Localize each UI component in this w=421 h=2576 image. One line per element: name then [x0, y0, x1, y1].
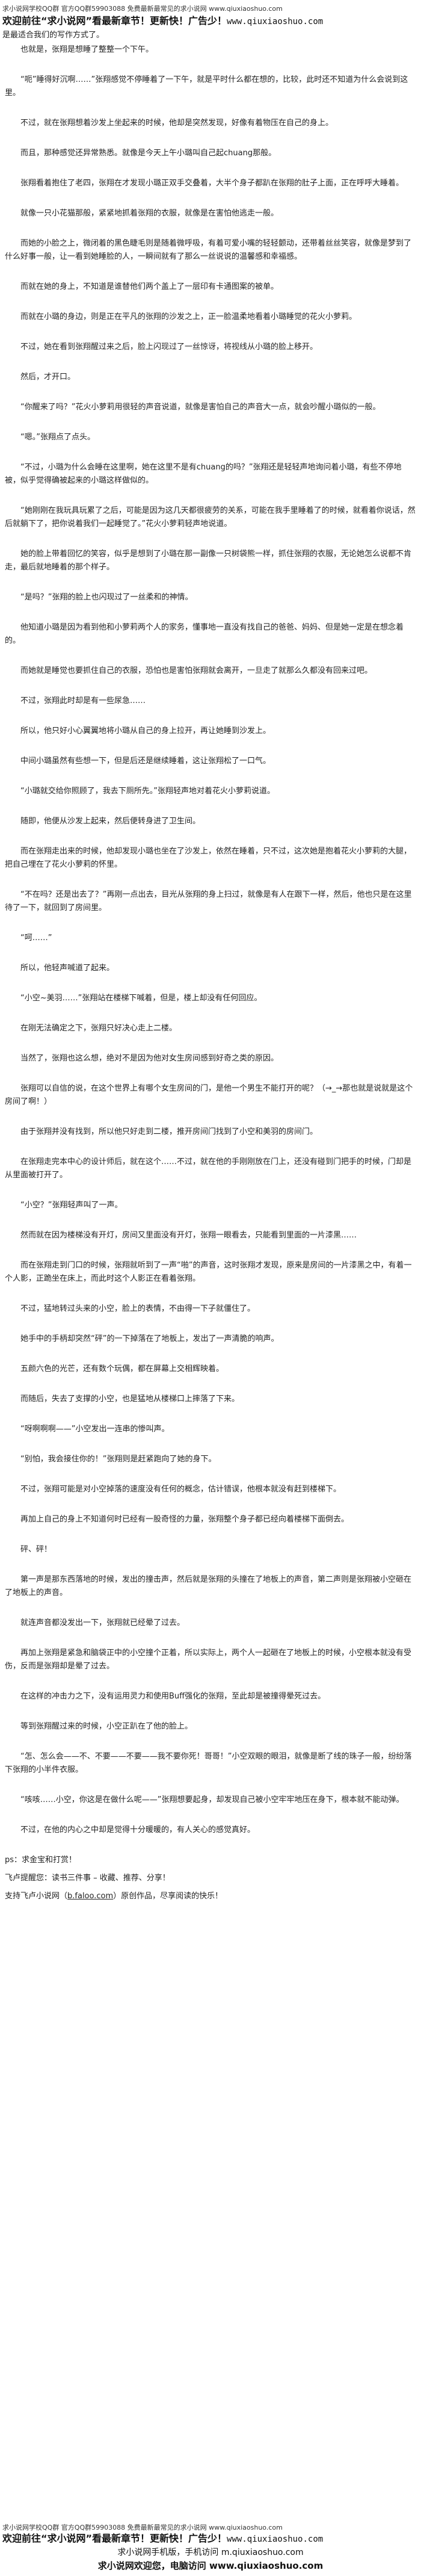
- paragraph: “小空？”张翔轻声叫了一声。: [20, 1201, 123, 1210]
- paragraph: “不过，小璐为什么会睡在这里啊，她在这里不是有chuang的吗？”张翔还是轻轻声…: [5, 463, 402, 485]
- paragraph: 不过，她在看到张翔醒过来之后，脸上闪现过了一丝惊讶，将视线从小璐的脸上移开。: [20, 342, 318, 351]
- paragraph: 而在张翔走到门口的时候，张翔就听到了一声“啪”的声音，这时张翔才发现，原来是房间…: [5, 1261, 412, 1283]
- paragraph: “小空~美羽……”张翔站在楼梯下喊着，但是，楼上却没有任何回应。: [20, 994, 262, 1003]
- footer-small-line: 求小说网学校QQ群 官方QQ群59903088 免费最新最常见的求小说网 www…: [2, 2524, 283, 2531]
- paragraph: 然后，才开口。: [20, 373, 76, 382]
- paragraph: 而随后，失去了支撑的小空，也是猛地从楼梯口上摔落了下来。: [20, 1395, 240, 1404]
- paragraph: “咳咳……小空，你这是在做什么呢——”张翔想要起身，却发现自己被小空牢牢地压在身…: [20, 1795, 404, 1804]
- paragraph: “别怕，我会接住你的！”张翔则是赶紧跑向了她的身下。: [20, 1455, 217, 1464]
- header-banner-site-link[interactable]: www.qiuxiaoshuo.com: [227, 17, 324, 26]
- paragraph: 而在张翔走出来的时候，他却发现小璐也坐在了沙发上，依然在睡着，只不过，这次她是抱…: [5, 847, 412, 869]
- paragraph: 就连声音都没发出一下，张翔就已经晕了过去。: [20, 1618, 185, 1627]
- footer-banner-text: 欢迎前往“求小说网”看最新章节！更新快！广告少！: [2, 2533, 227, 2544]
- paragraph: 由于张翔并没有找到，所以他只好走到二楼，推开房间门找到了小空和美羽的房间门。: [20, 1127, 318, 1136]
- paragraph: “她刚刚在我玩具玩累了之后，可能是因为这几天都很疲劳的关系，可能在我手里睡着了的…: [5, 506, 416, 528]
- paragraph: 而就在小璐的身边，则是正在平凡的张翔的沙发之上，正一脸温柔地看着小璐睡觉的花火小…: [20, 312, 357, 321]
- reminder-line: 飞卢提醒您：读书三件事 – 收藏、推荐、分享！: [5, 1874, 170, 1883]
- footer-mobile-line[interactable]: 求小说网手机版，手机访问 m.qiuxiaoshuo.com: [117, 2548, 304, 2557]
- paragraph: 张翔可以自信的说，在这个世界上有哪个女生房间的门，是他一个男生不能打开的呢？（→…: [5, 1084, 413, 1106]
- header-banner-text: 欢迎前往“求小说网”看最新章节！更新快！广告少！: [2, 15, 227, 26]
- support-suffix: ）原创作品，尽享阅读的快乐！: [113, 1892, 223, 1901]
- paragraph: “小璐就交给你照顾了，我去下厕所先。”张翔轻声地对着花火小萝莉说道。: [20, 787, 275, 796]
- paragraph: 就像一只小花猫那般，紧紧地抓着张翔的衣服，就像是在害怕他逃走一般。: [20, 209, 279, 218]
- paragraph: 不过，张翔此时却是有一些尿急……: [20, 696, 146, 705]
- footer-banner-site-link[interactable]: www.qiuxiaoshuo.com: [227, 2534, 324, 2544]
- paragraph: “嗯。”张翔点了点头。: [20, 433, 95, 442]
- paragraph: 她手中的手柄却突然“砰”的一下掉落在了地板上，发出了一声清脆的响声。: [20, 1334, 279, 1343]
- paragraph: 当然了，张翔也这么想，绝对不是因为他对女生房间感到好奇之类的原因。: [20, 1054, 279, 1063]
- paragraph: 五颜六色的光芒，还有数个玩偶，都在屏幕上交相辉映着。: [20, 1364, 224, 1373]
- paragraph: 在刚无法确定之下，张翔只好决心走上二楼。: [20, 1024, 177, 1033]
- paragraph: “不在吗？还是出去了？”再刚一点出去，目光从张翔的身上扫过，就像是有人在跟下一样…: [5, 890, 412, 912]
- footer-banner: 欢迎前往“求小说网”看最新章节！更新快！广告少！www.qiuxiaoshuo.…: [2, 2532, 419, 2546]
- paragraph: 而且，那种感觉还异常熟悉。就像是今天上午小璐叫自己起chuang那般。: [20, 149, 277, 158]
- chapter-meta: ps：求金宝和打赏！ 飞卢提醒您：读书三件事 – 收藏、推荐、分享！ 支持飞卢小…: [0, 1854, 421, 1903]
- paragraph: 而她的小脸之上，微闭着的黑色睫毛则是随着微呼吸，有着可爱小嘴的轻轻颤动，还带着丝…: [5, 239, 412, 261]
- support-prefix: 支持飞卢小说网（: [5, 1892, 68, 1901]
- header-small-line: 求小说网学校QQ群 官方QQ群59903088 免费最新最常见的求小说网 www…: [2, 5, 283, 13]
- support-line: 支持飞卢小说网（b.faloo.com）原创作品，尽享阅读的快乐！: [5, 1890, 416, 1903]
- paragraph: 砰、砰！: [20, 1545, 52, 1554]
- paragraph: 随即，他便从沙发上起来，然后便转身进了卫生间。: [20, 817, 201, 826]
- paragraph: 而她就是睡觉也要抓住自己的衣服，恐怕也是害怕张翔就会离开，一旦走了就那么久都没有…: [20, 666, 373, 675]
- paragraph: 她的脸上带着回忆的笑容，似乎是想到了小璐在那一副像一只树袋熊一样，抓住张翔的衣服…: [5, 550, 412, 572]
- paragraph: 再加上张翔是紧急和脑袋正中的小空撞个正着，所以实际上，两个人一起砸在了地板上的时…: [5, 1649, 412, 1671]
- paragraph: 在这样的冲击力之下，没有运用灵力和使用Buff强化的张翔，至此却是被撞得晕死过去…: [20, 1692, 326, 1701]
- chapter-content: 也就是，张翔是想睡了整整一个下午。 “呃”睡得好沉啊……”张翔感觉不停睡着了一下午…: [0, 43, 421, 1837]
- paragraph: “呵……”: [20, 933, 52, 943]
- paragraph: 第一声是那东西落地的时候，发出的撞击声，然后就是张翔的头撞在了地板上的声音，第二…: [5, 1575, 412, 1597]
- footer-pc-line[interactable]: 求小说网欢迎您，电脑访问 www.qiuxiaoshuo.com: [97, 2560, 324, 2571]
- paragraph: 不过，张翔可能是对小空掉落的速度没有任何的概念，估计错误，他根本就没有赶到楼梯下…: [20, 1485, 342, 1494]
- paragraph: 他知道小璐是因为看到他和小萝莉两个人的家务，懂事地一直没有找自己的爸爸、妈妈、但…: [5, 623, 404, 645]
- paragraph: “你醒来了吗？”花火小萝莉用很轻的声音说道，就像是害怕自己的声音大一点，就会吵醒…: [20, 403, 381, 412]
- paragraph: 所以，他只好小心翼翼地将小璐从自己的身上拉开，再让她睡到沙发上。: [20, 726, 271, 735]
- paragraph: 张翔看着抱住了老四，张翔在才发现小璐正双手交叠着，大半个身子都趴在张翔的肚子上面…: [20, 179, 404, 188]
- paragraph: 而就在她的身上，不知道是谁替他们两个盖上了一层印有卡通图案的被单。: [20, 282, 279, 291]
- paragraph: 在张翔走完本中心的设计师后，就在这个……不过，就在他的手刚刚放在门上，还没有碰到…: [5, 1157, 412, 1180]
- paragraph: 等到张翔醒过来的时候，小空正趴在了他的脸上。: [20, 1722, 193, 1731]
- paragraph: “是吗？”张翔的脸上也闪现过了一丝柔和的神情。: [20, 593, 193, 602]
- paragraph: 不过，猛地转过头来的小空，脸上的表情，不由得一下子就僵住了。: [20, 1304, 256, 1313]
- paragraph: “呀啊啊啊——”小空发出一连串的惨叫声。: [20, 1425, 170, 1434]
- paragraph: 也就是，张翔是想睡了整整一个下午。: [20, 45, 154, 54]
- paragraph: 再加上自己的身上不知道何时已经有一股奇怪的力量，张翔整个身子都已经向着楼梯下面倒…: [20, 1515, 349, 1524]
- ps-line: ps：求金宝和打赏！: [5, 1856, 77, 1865]
- header-banner: 欢迎前往“求小说网”看最新章节！更新快！广告少！www.qiuxiaoshuo.…: [0, 13, 421, 28]
- page-footer: 求小说网学校QQ群 官方QQ群59903088 免费最新最常见的求小说网 www…: [0, 2524, 421, 2576]
- paragraph: 所以，他轻声喊道了起来。: [20, 964, 115, 973]
- paragraph: 不过，在他的内心之中却是觉得十分暖暖的，有人关心的感觉真好。: [20, 1825, 256, 1834]
- intro-line: 是最适合我们的写作方式了。: [2, 31, 105, 40]
- paragraph: “怎、怎么会——不、不要——不要——我不要你死！哥哥！”小空双眼的眼泪，就像是断…: [5, 1752, 412, 1774]
- paragraph: 不过，就在张翔想着沙发上坐起来的时候，他却是突然发现，好像有着物压在自己的身上。: [20, 119, 334, 128]
- paragraph: 然而就在因为楼梯没有开灯，房间又里面没有开灯，张翔一眼看去，只能看到里面的一片漆…: [20, 1231, 357, 1240]
- paragraph: 中间小璐虽然有些想一下，但是后还是继续睡着，这让张翔松了一口气。: [20, 757, 271, 766]
- paragraph: “呃”睡得好沉啊……”张翔感觉不停睡着了一下午，就是平时什么都在想的，比较，此时…: [5, 75, 408, 98]
- faloo-link[interactable]: b.faloo.com: [67, 1892, 114, 1901]
